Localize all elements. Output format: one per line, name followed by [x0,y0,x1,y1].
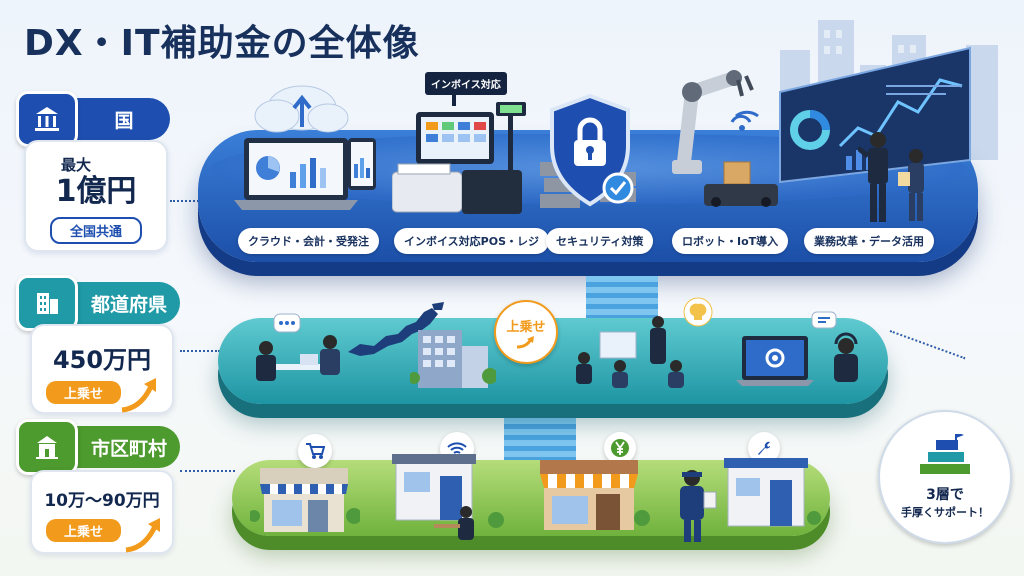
amount-value: 450万円 [52,346,152,374]
amount-value: 10万〜90万円 [44,491,160,511]
arrow-up-icon [121,378,156,413]
level-name: 市区町村 [90,437,167,460]
amount-prefix: 最大 [60,156,91,174]
small-office-icon [392,454,504,540]
storefront-icon [540,460,650,530]
page-title: DX・IT補助金の全体像 [24,23,420,64]
label-robot-iot: ロボット・IoT導入 [672,228,789,254]
training-session-icon [576,297,713,388]
invoice-sign: インボイス対応 [425,72,507,95]
cloud-laptop-icon [234,85,376,210]
japan-map-icon [348,302,444,356]
prefecture-office-icon [410,330,496,388]
level-municipality-pill: 市区町村 [16,419,180,475]
label-cloud-accounting: クラウド・会計・受発注 [238,228,379,254]
connector-top [170,200,210,202]
stairs-lower [504,418,576,460]
connector-low [180,470,235,472]
label-invoice-pos: インボイス対応POS・レジ [394,228,550,254]
amount-value: 1億円 [55,174,137,209]
level-name: 都道府県 [90,293,167,316]
tier-stack-icon [920,434,970,474]
cart-icon [306,443,325,459]
data-dashboard-icon [779,46,971,184]
office-building-icon [16,275,78,331]
town-hall-icon [16,419,78,475]
label-data-utilization: 業務改革・データ活用 [804,228,934,254]
connector-right [889,330,966,360]
arrow-up-icon [516,335,534,348]
label-security: セキュリティ対策 [546,228,654,254]
yen-icon [611,439,629,457]
worker-office-icon [680,458,821,542]
security-shield-icon [540,93,636,208]
level-name: 国 [114,109,134,132]
yen-bubble [604,432,636,464]
invoice-sign-text: インボイス対応 [431,80,501,91]
robot-arm-icon [672,70,778,207]
it-support-icon [736,311,858,386]
government-building-icon [16,91,78,147]
three-tier-support-bubble: 3層で 手厚くサポート！ [878,410,1012,544]
support-line-1: 3層で [926,487,964,503]
connector-mid [180,350,220,352]
wrench-icon [758,441,770,455]
uplift-badge: 上乗せ [46,381,122,404]
uplift-bubble: 上乗せ [494,300,558,364]
business-people-icon [858,132,924,222]
uplift-bubble-text: 上乗せ [506,319,546,335]
shop-bubble [298,434,332,468]
support-line-2: 手厚くサポート！ [901,506,989,519]
arrow-up-icon [125,518,160,553]
level-national-pill: 国 [16,91,170,147]
level-municipality-card: 10万〜90万円 上乗せ [30,470,174,554]
level-prefecture-pill: 都道府県 [16,275,180,331]
stairs-upper [586,276,658,320]
retail-shop-icon [250,468,360,532]
consultation-meeting-icon [256,313,340,381]
level-prefecture-card: 450万円 上乗せ [30,324,174,414]
uplift-badge: 上乗せ [46,519,122,542]
level-national-card: 最大 1億円 全国共通 [24,140,168,252]
pos-register-icon [392,92,526,214]
scope-badge: 全国共通 [49,217,142,244]
